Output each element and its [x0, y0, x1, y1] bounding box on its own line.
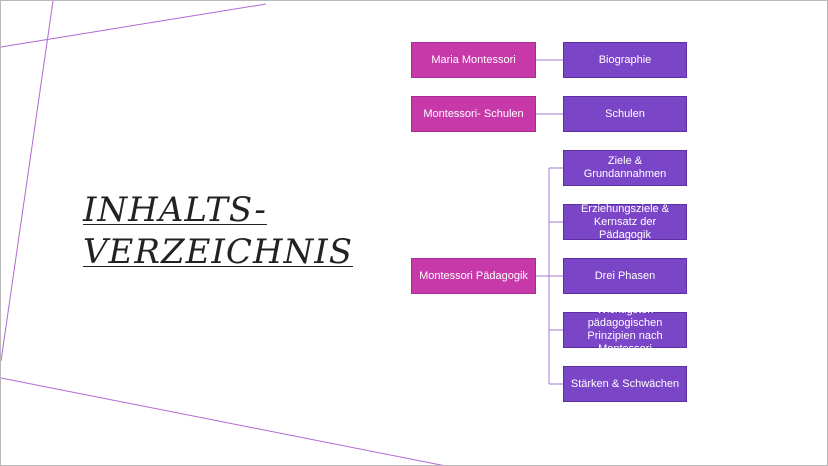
node-ziele-grundannahmen: Ziele & Grundannahmen	[563, 150, 687, 186]
title-line-2: VERZEICHNIS	[83, 232, 353, 272]
node-drei-phasen: Drei Phasen	[563, 258, 687, 294]
frame-line-top	[1, 3, 267, 48]
node-biographie: Biographie	[563, 42, 687, 78]
node-montessori-schulen: Montessori- Schulen	[411, 96, 536, 132]
node-erziehungsziele: Erziehungsziele & Kernsatz der Pädagogik	[563, 203, 687, 241]
frame-line-left	[1, 1, 54, 362]
node-maria-montessori: Maria Montessori	[411, 42, 536, 78]
page-title: INHALTS- VERZEICHNIS	[83, 189, 353, 273]
node-prinzipien: Wichtigsten pädagogischen Prinzipien nac…	[563, 304, 687, 355]
title-line-1: INHALTS-	[83, 190, 267, 230]
node-staerken-schwaechen: Stärken & Schwächen	[563, 366, 687, 402]
frame-line-bottom	[1, 377, 444, 465]
node-schulen: Schulen	[563, 96, 687, 132]
node-montessori-paedagogik: Montessori Pädagogik	[411, 258, 536, 294]
